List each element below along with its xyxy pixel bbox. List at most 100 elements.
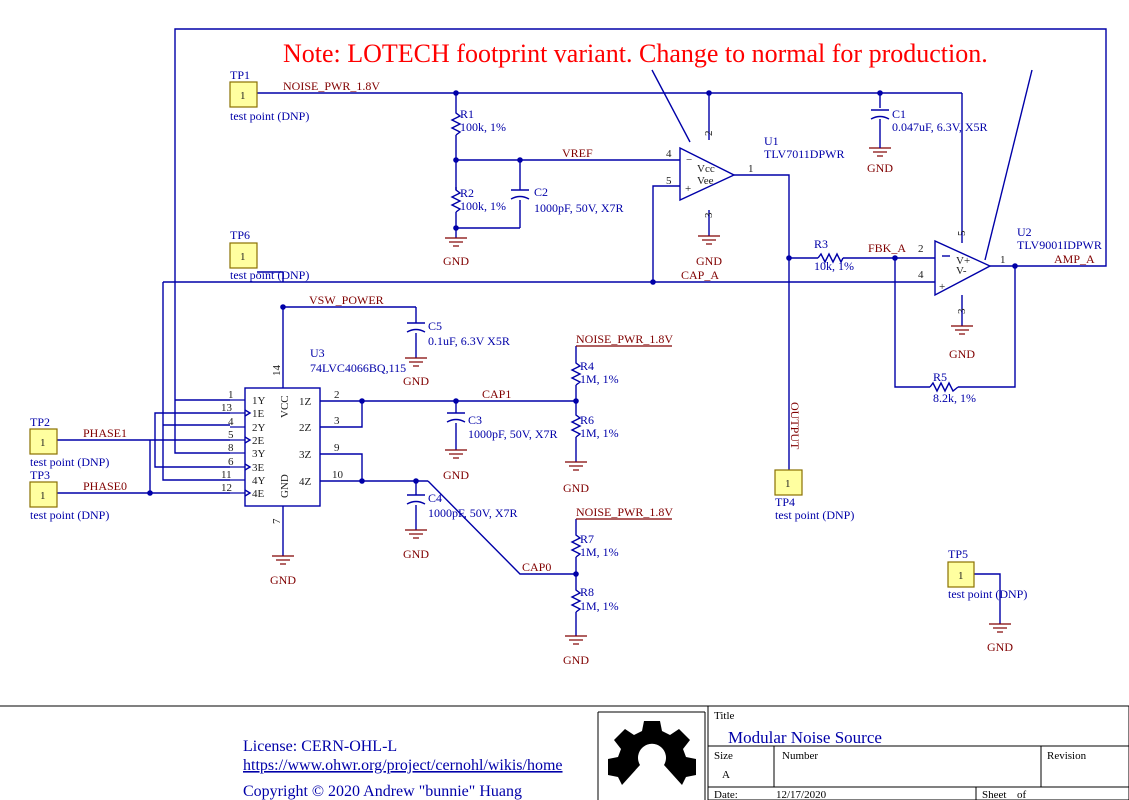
svg-text:TLV7011DPWR: TLV7011DPWR — [764, 147, 844, 161]
svg-text:10k, 1%: 10k, 1% — [814, 259, 854, 273]
net-cap0: CAP0 — [522, 560, 551, 574]
svg-text:1: 1 — [785, 478, 791, 490]
svg-text:R7: R7 — [580, 532, 594, 546]
capacitor-c5: C5 0.1uF, 6.3V X5R — [406, 319, 510, 348]
svg-text:R3: R3 — [814, 237, 828, 251]
svg-text:3Z: 3Z — [299, 449, 312, 461]
svg-text:TP2: TP2 — [30, 415, 50, 429]
svg-text:R1: R1 — [460, 107, 474, 121]
resistor-r5: R5 8.2k, 1% — [929, 370, 976, 405]
svg-text:1: 1 — [240, 251, 246, 263]
net-fbk-a: FBK_A — [868, 241, 906, 255]
svg-text:R8: R8 — [580, 585, 594, 599]
license-link[interactable]: https://www.ohwr.org/project/cernohl/wik… — [243, 757, 563, 774]
net-cap-a: CAP_A — [681, 268, 719, 282]
svg-text:1Y: 1Y — [252, 395, 266, 407]
testpoint-tp2: 1 TP2 test point (DNP) — [29, 415, 109, 469]
note-leader-1 — [651, 69, 691, 143]
svg-text:test point (DNP): test point (DNP) — [30, 455, 109, 469]
capacitor-c4: C4 1000pF, 50V, X7R — [406, 491, 518, 520]
capacitor-c3: C3 1000pF, 50V, X7R — [446, 412, 558, 441]
svg-text:4: 4 — [228, 416, 234, 428]
svg-text:GND: GND — [279, 474, 291, 498]
title-block: Title Modular Noise Source Size A Number… — [707, 705, 1129, 800]
svg-text:NOISE_PWR_1.8V: NOISE_PWR_1.8V — [576, 505, 673, 519]
number-label: Number — [782, 750, 818, 762]
svg-text:1E: 1E — [252, 408, 265, 420]
svg-text:GND: GND — [443, 254, 469, 268]
svg-text:2E: 2E — [252, 435, 265, 447]
svg-text:+: + — [685, 183, 691, 195]
resistor-r2: R2 100k, 1% — [450, 186, 506, 213]
svg-text:5: 5 — [228, 429, 234, 441]
sheet-frame — [0, 705, 1129, 800]
gnd-r6: GND — [563, 461, 589, 495]
size-value: A — [722, 769, 730, 781]
svg-text:U1: U1 — [764, 134, 779, 148]
gnd-c4: GND — [403, 529, 429, 561]
u3-right-pins: 2 3 9 10 1Z 2Z 3Z 4Z — [299, 389, 344, 488]
svg-text:C1: C1 — [892, 107, 906, 121]
svg-text:0.1uF, 6.3V X5R: 0.1uF, 6.3V X5R — [428, 334, 510, 348]
svg-text:3: 3 — [956, 308, 968, 314]
svg-text:1: 1 — [240, 90, 246, 102]
svg-text:GND: GND — [696, 254, 722, 268]
license-footer: License: CERN-OHL-L https://www.ohwr.org… — [243, 738, 563, 800]
resistor-r4: R4 1M, 1% — [570, 359, 619, 386]
date-value: 12/17/2020 — [776, 789, 827, 800]
svg-text:1M, 1%: 1M, 1% — [580, 599, 619, 613]
svg-text:test point (DNP): test point (DNP) — [775, 508, 854, 522]
svg-text:TP3: TP3 — [30, 468, 50, 482]
svg-text:4: 4 — [918, 269, 924, 281]
svg-text:8: 8 — [228, 442, 234, 454]
gnd-symbols: GND GND GND GND GND GND GND GND — [270, 147, 1013, 667]
svg-text:14: 14 — [271, 365, 283, 377]
svg-text:10: 10 — [332, 469, 344, 481]
svg-text:1Z: 1Z — [299, 396, 312, 408]
svg-text:1000pF, 50V, X7R: 1000pF, 50V, X7R — [428, 506, 518, 520]
svg-text:3E: 3E — [252, 462, 265, 474]
svg-text:1: 1 — [40, 490, 46, 502]
net-noise-pwr-tp1: NOISE_PWR_1.8V — [283, 79, 380, 93]
svg-text:9: 9 — [334, 442, 340, 454]
note-leader-2 — [984, 69, 1033, 261]
svg-text:74LVC4066BQ,115: 74LVC4066BQ,115 — [310, 361, 406, 375]
gnd-tp5: GND — [987, 623, 1013, 654]
svg-text:GND: GND — [563, 653, 589, 667]
svg-text:2Z: 2Z — [299, 422, 312, 434]
svg-text:U3: U3 — [310, 346, 325, 360]
svg-text:0.047uF, 6.3V, X5R: 0.047uF, 6.3V, X5R — [892, 120, 988, 134]
svg-text:TP1: TP1 — [230, 68, 250, 82]
svg-text:GND: GND — [403, 374, 429, 388]
svg-text:7: 7 — [271, 518, 283, 524]
svg-text:2Y: 2Y — [252, 422, 266, 434]
svg-text:3: 3 — [703, 212, 715, 218]
svg-text:2: 2 — [918, 243, 924, 255]
svg-text:3Y: 3Y — [252, 448, 266, 460]
svg-text:GND: GND — [563, 481, 589, 495]
svg-text:GND: GND — [949, 347, 975, 361]
svg-text:NOISE_PWR_1.8V: NOISE_PWR_1.8V — [576, 332, 673, 346]
svg-text:Vcc: Vcc — [697, 163, 715, 175]
svg-text:13: 13 — [221, 402, 233, 414]
gnd-u2: GND — [949, 325, 975, 361]
svg-text:R4: R4 — [580, 359, 594, 373]
svg-text:12: 12 — [221, 482, 232, 494]
date-label: Date: — [714, 789, 738, 800]
resistor-r3: R3 10k, 1% — [814, 237, 854, 273]
net-cap1: CAP1 — [482, 387, 511, 401]
svg-text:GND: GND — [867, 161, 893, 175]
testpoint-tp6: 1 TP6 test point (DNP) — [229, 228, 309, 282]
svg-text:1: 1 — [1000, 254, 1006, 266]
testpoint-tp1: 1 TP1 test point (DNP) — [229, 68, 309, 123]
of-label: of — [1017, 789, 1027, 800]
revision-label: Revision — [1047, 750, 1087, 762]
svg-text:GND: GND — [270, 573, 296, 587]
svg-text:1: 1 — [958, 570, 964, 582]
svg-text:Vee: Vee — [697, 175, 714, 187]
svg-text:6: 6 — [228, 456, 234, 468]
svg-text:1000pF, 50V, X7R: 1000pF, 50V, X7R — [534, 201, 624, 215]
gnd-r2: GND — [443, 237, 469, 268]
svg-text:2: 2 — [334, 389, 340, 401]
